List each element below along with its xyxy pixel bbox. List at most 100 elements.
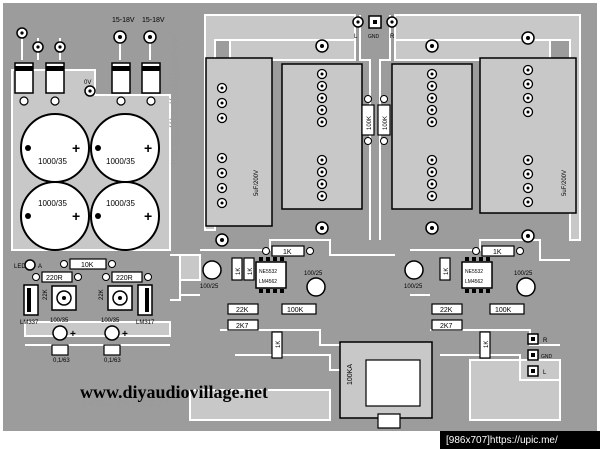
socket-pad-hole bbox=[220, 171, 224, 175]
amp-right-cap-100-25-a: 100/25 bbox=[404, 284, 423, 290]
cap-label-3: 1000/35 bbox=[38, 199, 67, 208]
filter-caps bbox=[20, 113, 160, 251]
socket-pad-hole bbox=[430, 182, 434, 186]
socket-pad-hole bbox=[320, 84, 324, 88]
socket-pad-hole bbox=[526, 186, 530, 190]
ic-pin bbox=[486, 257, 490, 261]
cap-label-1: 1000/35 bbox=[38, 157, 67, 166]
amp-right-ic-top: NE5532 bbox=[465, 269, 483, 275]
socket-pad-hole bbox=[320, 182, 324, 186]
mount-pad-hole bbox=[430, 44, 434, 48]
center-resistors bbox=[361, 95, 391, 145]
cap-label-2: 1000/35 bbox=[106, 157, 135, 166]
amp-right-1k-bottom: 1K bbox=[484, 341, 490, 348]
mount-pad-hole bbox=[430, 226, 434, 230]
output-l-label: L bbox=[543, 370, 547, 376]
led-anode-label: A bbox=[38, 264, 42, 270]
socket-pad-hole bbox=[430, 96, 434, 100]
input-header bbox=[352, 15, 398, 29]
amp-right-22k: 22K bbox=[440, 307, 453, 314]
led-label: LED bbox=[14, 264, 26, 270]
socket-pad-hole bbox=[430, 158, 434, 162]
cap-plus-2: + bbox=[144, 140, 152, 156]
amp-right-2k7: 2K7 bbox=[440, 323, 453, 330]
plus-right: + bbox=[122, 329, 128, 340]
ic-pin bbox=[472, 289, 476, 293]
socket-pad-hole bbox=[220, 201, 224, 205]
plus-left: + bbox=[70, 329, 76, 340]
mount-pad-hole bbox=[320, 44, 324, 48]
socket-pad-hole bbox=[320, 96, 324, 100]
reg-lm317-label: LM317 bbox=[136, 320, 155, 326]
supply-label-left: 15-18V bbox=[112, 17, 135, 24]
socket-pad-hole bbox=[526, 200, 530, 204]
amp-right-1k-v1: 1K bbox=[444, 268, 450, 275]
cap-01-63-right: 0,1/63 bbox=[104, 358, 121, 364]
socket-pad-hole bbox=[320, 108, 324, 112]
output-header bbox=[527, 333, 539, 377]
input-gnd-label: GND bbox=[368, 34, 380, 40]
ic-pin bbox=[266, 289, 270, 293]
small-caps bbox=[51, 325, 121, 356]
ic-pin bbox=[472, 257, 476, 261]
ic-pin bbox=[266, 257, 270, 261]
amp-right bbox=[404, 245, 536, 359]
center-res-b: 100K bbox=[383, 116, 389, 130]
mount-pad-hole bbox=[220, 238, 224, 242]
cap-plus-1: + bbox=[72, 140, 80, 156]
amp-left-100k: 100K bbox=[287, 307, 304, 314]
output-r-label: R bbox=[543, 338, 548, 344]
mirrored-url: www.diyaudiovillage.net bbox=[166, 35, 181, 166]
socket-pad-hole bbox=[526, 110, 530, 114]
film-cap-right-label: 5uF/200V bbox=[562, 170, 568, 196]
socket-pad-hole bbox=[220, 116, 224, 120]
volume-pot bbox=[339, 341, 433, 429]
zero-volt-label: 0V bbox=[84, 80, 91, 86]
cap-plus-3: + bbox=[72, 208, 80, 224]
res-220r bbox=[32, 271, 152, 283]
output-gnd-label: GND bbox=[541, 354, 553, 360]
amp-left-cap-100-25-a: 100/25 bbox=[200, 284, 219, 290]
socket-pad-hole bbox=[430, 170, 434, 174]
res-10k-label: 10K bbox=[81, 262, 94, 269]
ic-pin bbox=[479, 257, 483, 261]
amp-left-1k-top: 1K bbox=[283, 249, 292, 256]
watermark-text: [986x707]https://upic.me/ bbox=[446, 435, 558, 446]
supply-label-right: 15-18V bbox=[142, 17, 165, 24]
cap-100-35-left: 100/35 bbox=[50, 318, 69, 324]
website-text: www.diyaudiovillage.net bbox=[80, 382, 268, 402]
input-l-label: L bbox=[354, 34, 358, 40]
led-and-10k bbox=[24, 258, 116, 271]
power-top-pads bbox=[16, 27, 157, 97]
cap-label-4: 1000/35 bbox=[106, 199, 135, 208]
socket-pad-hole bbox=[526, 82, 530, 86]
amp-left bbox=[202, 245, 326, 359]
amp-left-ic-top: NE5532 bbox=[259, 269, 277, 275]
socket-pad-hole bbox=[526, 158, 530, 162]
amp-left-22k: 22K bbox=[236, 307, 249, 314]
socket-pad-hole bbox=[320, 170, 324, 174]
res-220r-right: 220R bbox=[116, 275, 133, 282]
cap-01-63-left: 0,1/63 bbox=[53, 358, 70, 364]
ic-pin bbox=[280, 257, 284, 261]
film-cap-left-label: 5uF/200V bbox=[254, 170, 260, 196]
socket-pad-hole bbox=[430, 108, 434, 112]
ic-pin bbox=[259, 257, 263, 261]
reg-lm337-label: LM337 bbox=[20, 320, 39, 326]
socket-pad-hole bbox=[320, 158, 324, 162]
socket-pad-hole bbox=[430, 194, 434, 198]
ic-pin bbox=[280, 289, 284, 293]
ic-pin bbox=[465, 289, 469, 293]
mount-pad-hole bbox=[526, 234, 530, 238]
socket-pad-hole bbox=[526, 68, 530, 72]
socket-pad-hole bbox=[526, 96, 530, 100]
regulators bbox=[23, 284, 153, 316]
socket-pad-hole bbox=[320, 120, 324, 124]
amp-left-cap-100-25-b: 100/25 bbox=[304, 271, 323, 277]
socket-pad-hole bbox=[220, 186, 224, 190]
socket-pad-hole bbox=[526, 172, 530, 176]
res-220r-left: 220R bbox=[46, 275, 63, 282]
ic-pin bbox=[465, 257, 469, 261]
amp-left-ic-bot: LM4562 bbox=[259, 279, 277, 285]
